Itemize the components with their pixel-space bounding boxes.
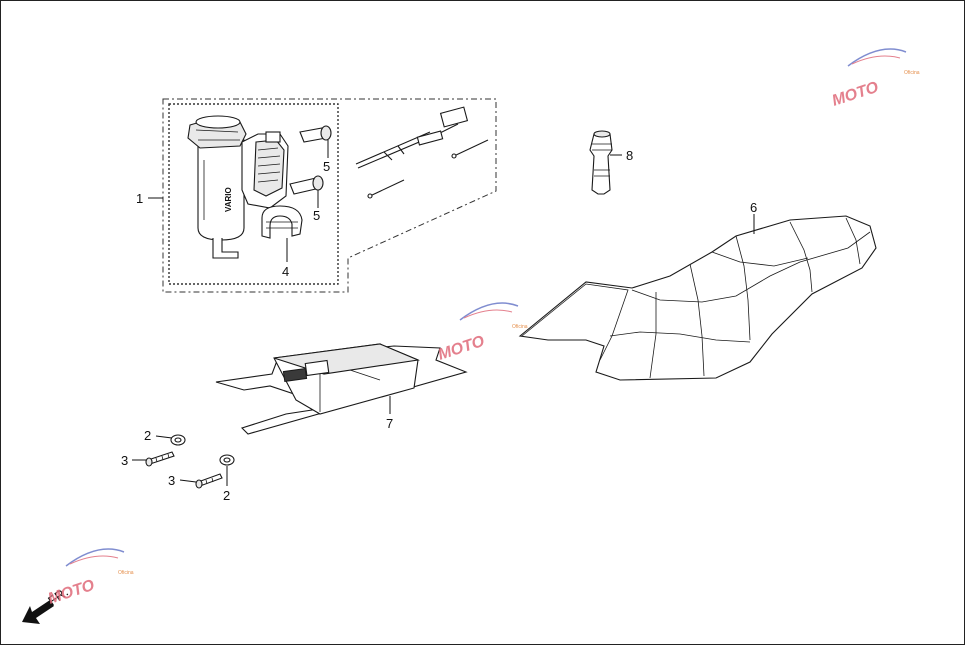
svg-text:Oficina: Oficina	[512, 324, 528, 330]
svg-text:MOTO: MOTO	[46, 577, 97, 608]
washer-upper	[170, 434, 186, 446]
front-arrow-icon	[22, 600, 54, 624]
callout-7: 7	[386, 416, 393, 431]
bottle-assembly: VARIO	[187, 115, 289, 259]
callout-2a: 2	[144, 428, 151, 443]
svg-text:MOTO: MOTO	[830, 79, 881, 110]
callout-1: 1	[136, 191, 143, 206]
bolt-lower	[289, 175, 324, 195]
watermark-bottom-left: MOTO Oficina	[46, 548, 134, 608]
clip-part	[261, 205, 303, 239]
callout-3a: 3	[121, 453, 128, 468]
svg-text:Oficina: Oficina	[904, 70, 920, 76]
watermark-center: MOTO Oficina	[436, 302, 528, 364]
screw-lower	[195, 473, 223, 489]
washer-lower	[219, 454, 235, 466]
bottle-brand-text: VARIO	[224, 187, 233, 212]
watermark-top-right: MOTO Oficina	[830, 48, 920, 110]
callout-3b: 3	[168, 473, 175, 488]
seat-peg	[589, 130, 613, 195]
under-seat-tray	[215, 343, 468, 435]
svg-text:MOTO: MOTO	[436, 333, 487, 364]
group-box-inner	[168, 103, 339, 285]
callout-8: 8	[626, 148, 633, 163]
svg-text:Oficina: Oficina	[118, 570, 134, 576]
callout-6: 6	[750, 200, 757, 215]
callout-2b: 2	[223, 488, 230, 503]
group-box-outer	[162, 98, 497, 293]
screw-upper	[145, 451, 175, 467]
seat	[518, 215, 877, 381]
leader-3b	[179, 479, 197, 483]
leader-2a	[155, 435, 173, 439]
callout-5a: 5	[323, 159, 330, 174]
callout-4: 4	[282, 264, 289, 279]
wiring-harness	[355, 106, 489, 199]
callout-5b: 5	[313, 208, 320, 223]
bolt-upper	[299, 125, 332, 143]
